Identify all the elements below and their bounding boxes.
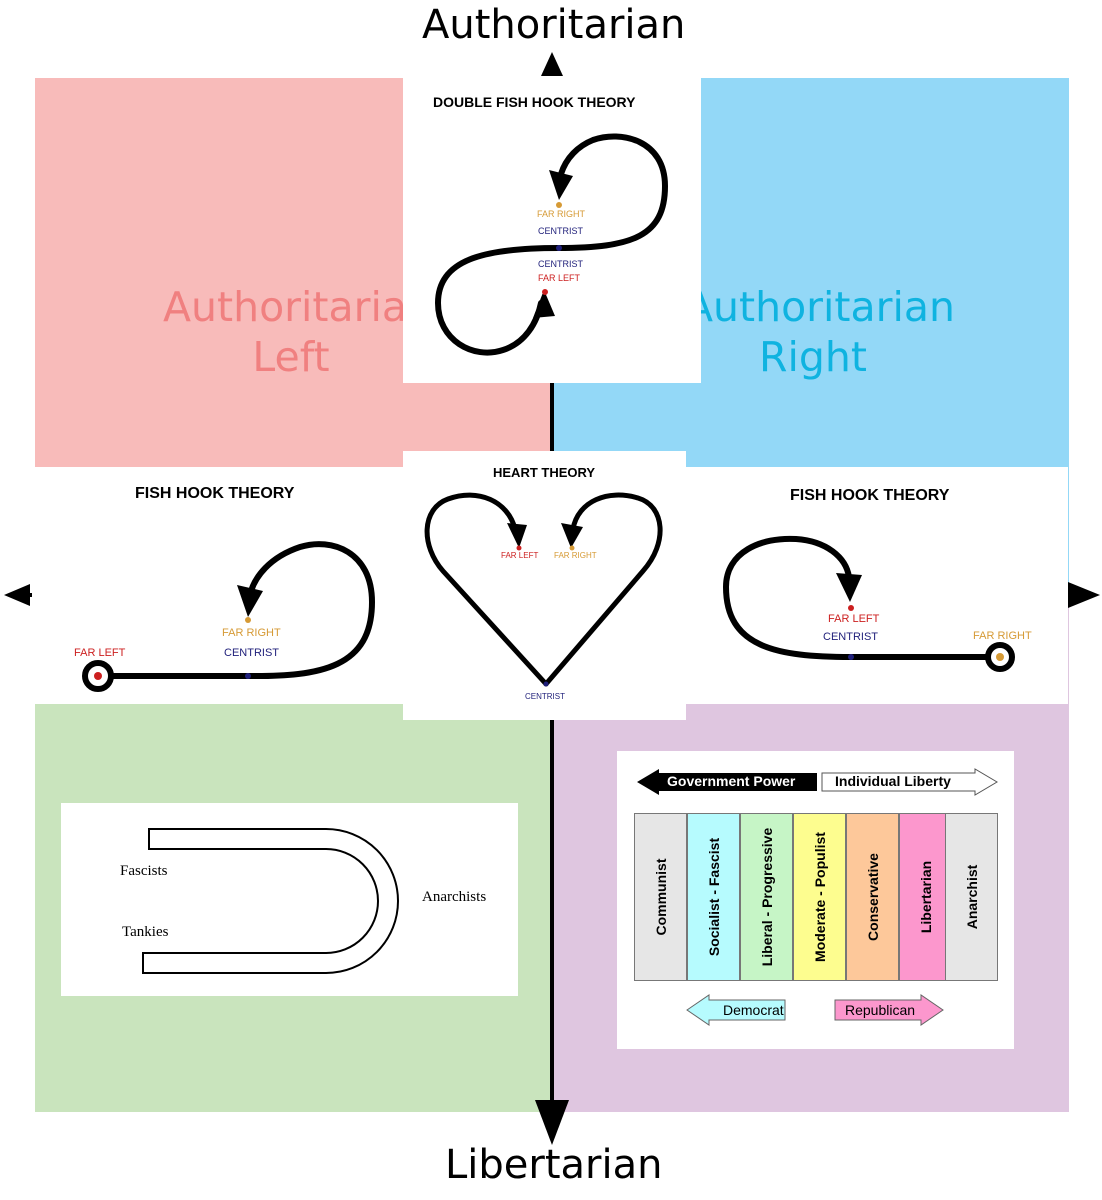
fish-hook-right-panel: FISH HOOK THEORY FAR LEFT CENTRIST FAR R… [686, 467, 1068, 704]
label-centrist: CENTRIST [823, 631, 878, 643]
heart-theory-panel: HEART THEORY FAR LEFT FAR RIGHT CENTRIST [403, 451, 686, 720]
fish-hook-left-panel: FISH HOOK THEORY FAR LEFT FAR RIGHT CENT… [32, 467, 403, 704]
quadrant-label-auth-right: Authoritarian Right [685, 283, 955, 381]
arrow-left-icon [4, 584, 30, 606]
label-far-left: FAR LEFT [538, 273, 581, 283]
label-republican: Republican [845, 1002, 916, 1018]
arrow-up-icon [541, 52, 563, 76]
label-far-left: FAR LEFT [828, 613, 880, 625]
fish-hook-right-curve [722, 535, 1015, 672]
panel-title: FISH HOOK THEORY [135, 485, 295, 502]
heart-curve [424, 492, 663, 687]
label-centrist: CENTRIST [538, 259, 583, 269]
panel-title: DOUBLE FISH HOOK THEORY [433, 94, 636, 110]
label-democrat: Democrat [723, 1002, 784, 1018]
horseshoe-panel: Fascists Tankies Anarchists [61, 803, 518, 996]
spectrum-column-socialist-fascist: Socialist - Fascist [687, 813, 740, 981]
arrow-down-icon [535, 1100, 569, 1145]
label-government-power: Government Power [667, 773, 796, 789]
label-centrist: CENTRIST [224, 647, 279, 659]
label-individual-liberty: Individual Liberty [835, 773, 951, 789]
political-spectrum-panel: Government Power Individual Liberty Comm… [617, 751, 1014, 1049]
spectrum-column-communist: Communist [634, 813, 687, 981]
axis-label-authoritarian: Authoritarian [422, 2, 686, 48]
panel-title: HEART THEORY [493, 465, 596, 480]
label-far-right: FAR RIGHT [554, 551, 597, 560]
label-centrist: CENTRIST [538, 226, 583, 236]
label-tankies: Tankies [122, 924, 169, 940]
spectrum-column-anarchist: Anarchist [945, 813, 998, 981]
label-far-right: FAR RIGHT [973, 630, 1032, 642]
label-fascists: Fascists [120, 863, 168, 879]
horseshoe-shape [142, 828, 399, 974]
double-fish-hook-panel: DOUBLE FISH HOOK THEORY FAR RIGHT CENTRI… [403, 78, 701, 383]
double-fish-hook-curve [434, 133, 669, 356]
arrow-right-icon [1068, 582, 1100, 608]
government-power-arrow [637, 768, 998, 1026]
label-centrist: CENTRIST [525, 692, 565, 701]
label-far-right: FAR RIGHT [537, 209, 586, 219]
spectrum-column-moderate-populist: Moderate - Populist [793, 813, 846, 981]
label-far-right: FAR RIGHT [222, 627, 281, 639]
fish-hook-left-curve [82, 541, 376, 692]
panel-title: FISH HOOK THEORY [790, 487, 950, 504]
label-far-left: FAR LEFT [74, 647, 126, 659]
quadrant-label-auth-left: Authoritarian Left [163, 283, 433, 381]
label-anarchists: Anarchists [422, 889, 487, 905]
axis-label-libertarian: Libertarian [445, 1142, 663, 1188]
spectrum-column-conservative: Conservative [846, 813, 899, 981]
spectrum-column-liberal-progressive: Liberal - Progressive [740, 813, 793, 981]
spectrum-column-libertarian: Libertarian [899, 813, 952, 981]
label-far-left: FAR LEFT [501, 551, 539, 560]
